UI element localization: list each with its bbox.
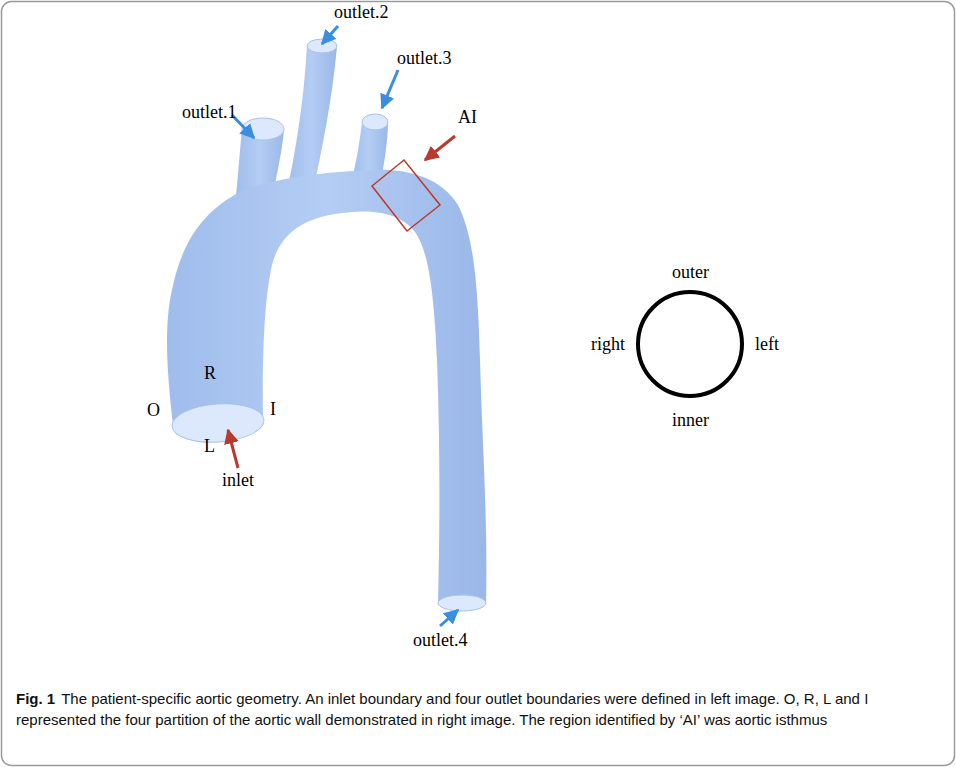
part-label: outlet.2	[334, 3, 389, 21]
part-label: I	[270, 400, 276, 418]
part-label: L	[204, 437, 215, 455]
part-label: outlet.3	[397, 49, 452, 67]
vessel-openings	[171, 39, 486, 611]
part-label: outlet.1	[182, 103, 237, 121]
wall-side-label: outer	[672, 263, 709, 281]
wall-side-label: left	[755, 335, 779, 353]
part-label: R	[204, 364, 216, 382]
wall-partition-circle	[638, 292, 742, 396]
figure-caption: The patient-specific aortic geometry. An…	[16, 690, 868, 728]
isthmus-box	[372, 160, 440, 231]
wall-side-label: right	[591, 335, 625, 353]
part-label: outlet.4	[413, 631, 468, 649]
pointer-arrows	[228, 26, 458, 626]
wall-side-label: inner	[672, 411, 709, 429]
part-label: AI	[458, 108, 477, 126]
figure-number: Fig. 1	[16, 690, 55, 707]
aorta-body	[167, 45, 486, 603]
part-label: inlet	[222, 471, 254, 489]
caption-block: Fig. 1The patient-specific aortic geomet…	[16, 688, 940, 730]
part-label: O	[147, 401, 160, 419]
